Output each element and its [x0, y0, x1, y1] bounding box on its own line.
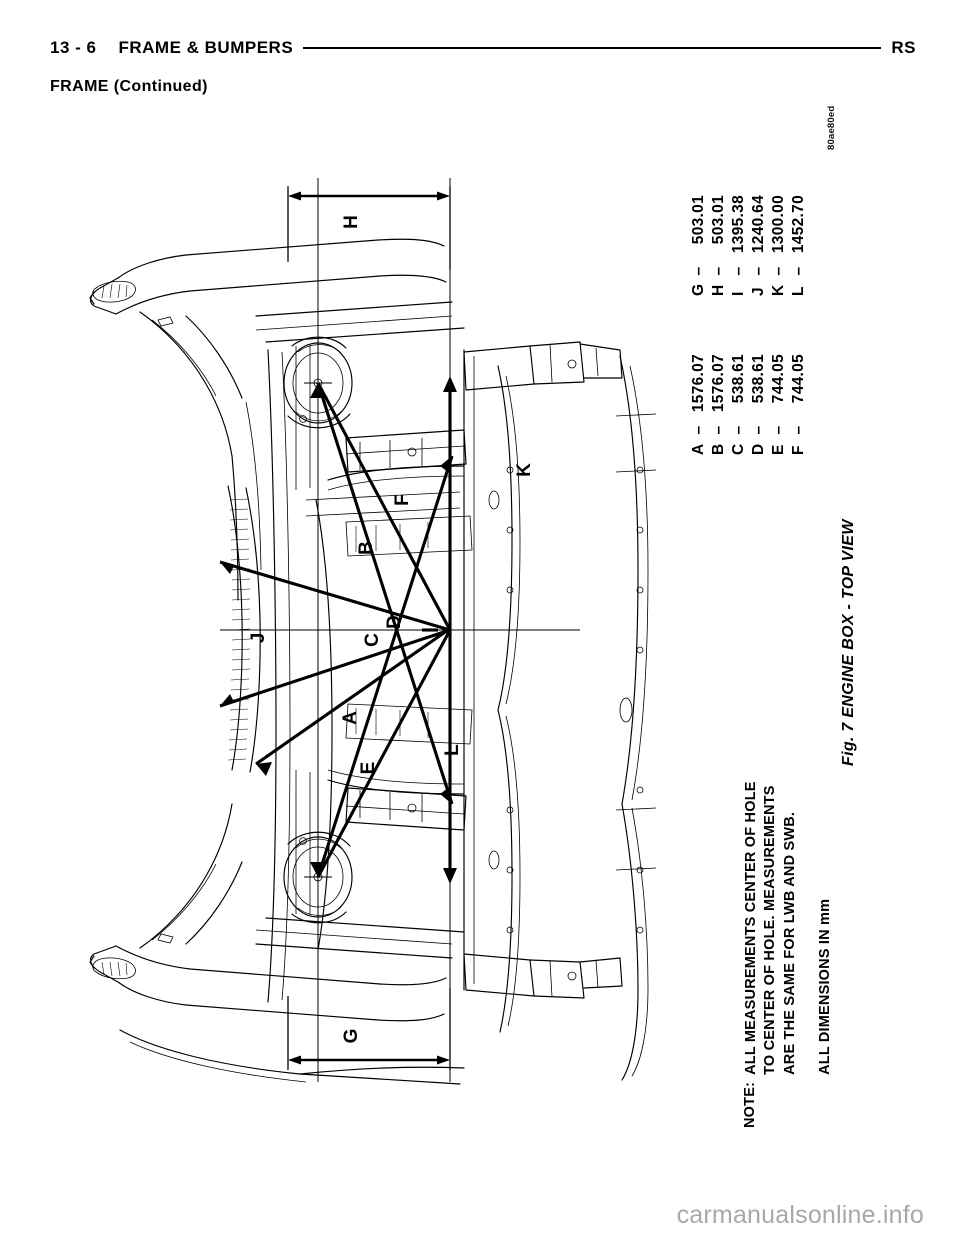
note-units-line: ALL DIMENSIONS IN mm	[817, 898, 834, 1075]
dimension-dash: –	[749, 425, 767, 435]
label-a: A	[340, 711, 361, 725]
note-line: ARE THE SAME FOR LWB AND SWB.	[781, 811, 798, 1075]
dimension-row: J – 1240.64	[750, 195, 768, 296]
dimension-row: I – 1395.38	[730, 195, 748, 296]
construction-lines	[220, 178, 580, 1082]
dimension-key: A	[690, 443, 707, 456]
dimension-row: D – 538.61	[750, 354, 768, 455]
artwork-code-text: 80ae80ed	[826, 105, 837, 150]
artwork-code: 80ae80ed	[812, 96, 872, 156]
crossmember-upper	[345, 429, 467, 473]
dimension-dash: –	[709, 425, 727, 435]
note-line: TO CENTER OF HOLE. MEASUREMENTS	[762, 785, 779, 1075]
dimension-key: J	[749, 287, 767, 296]
dimension-column-left: A – 1576.07 B – 1576.07 C – 538.61 D –	[690, 354, 808, 455]
dimension-row: A – 1576.07	[690, 354, 708, 455]
dimension-dash: –	[789, 425, 807, 435]
note-label: NOTE:	[742, 1081, 758, 1128]
dimension-dash: –	[690, 266, 707, 276]
dimension-row: B – 1576.07	[710, 354, 728, 455]
dimension-row: L – 1452.70	[790, 195, 808, 296]
dimension-g: G	[287, 988, 451, 1070]
strut-tower-bottom	[283, 831, 353, 924]
dimension-dash: –	[769, 425, 787, 435]
body-outline	[89, 238, 657, 1085]
dimension-dash: –	[789, 266, 807, 276]
dimension-value: 503.01	[690, 195, 707, 245]
dimension-column-right: G – 503.01 H – 503.01 I – 1395.38 J –	[690, 195, 808, 296]
radiator-core	[227, 485, 261, 773]
label-c: C	[362, 633, 383, 647]
figure-caption-text: Fig. 7 ENGINE BOX - TOP VIEW	[840, 519, 857, 766]
label-f: F	[392, 494, 413, 506]
dimension-key: L	[789, 286, 807, 296]
crossmember-lower	[345, 787, 467, 831]
dimension-key: G	[690, 283, 707, 296]
page-header: 13 - 6 FRAME & BUMPERS RS	[50, 36, 916, 60]
section-subtitle: FRAME (Continued)	[50, 78, 208, 95]
dimension-key: F	[789, 445, 807, 455]
page-number: 13 - 6	[50, 38, 97, 57]
dimension-dash: –	[709, 266, 727, 276]
dimension-value: 1452.70	[789, 195, 807, 254]
dimension-row: F – 744.05	[790, 354, 808, 455]
dimension-key: C	[729, 443, 747, 456]
label-j: J	[248, 633, 269, 644]
dimension-value: 1395.38	[729, 195, 747, 254]
dimension-key: I	[729, 291, 747, 296]
dimension-dash: –	[749, 266, 767, 276]
measurement-lines	[219, 382, 454, 878]
dimension-value: 1240.64	[749, 195, 767, 254]
label-b: B	[356, 541, 377, 555]
vertical-measures	[443, 376, 457, 884]
dimension-key: B	[709, 443, 727, 456]
dimension-value: 538.61	[729, 354, 747, 404]
engine-box-diagram: H G	[60, 170, 680, 1090]
note-body: ALL MEASUREMENTS CENTER OF HOLE TO CENTE…	[742, 781, 836, 1075]
footer-watermark: carmanualsonline.info	[676, 1201, 924, 1229]
dimension-key: E	[769, 444, 787, 455]
label-d: D	[384, 615, 405, 629]
dimension-value: 1576.07	[690, 354, 707, 413]
dimension-dash: –	[690, 425, 707, 435]
label-k: K	[514, 463, 535, 477]
label-l: L	[442, 744, 463, 756]
dimension-key: K	[769, 284, 787, 297]
manual-code: RS	[891, 38, 916, 57]
note-line: ALL MEASUREMENTS CENTER OF HOLE	[743, 781, 759, 1075]
label-e: E	[358, 762, 379, 775]
diagram-labels: K F B D C J A E L	[248, 463, 535, 774]
label-g: G	[341, 1029, 362, 1044]
dimension-key: D	[749, 443, 767, 456]
frame-rail-right	[463, 341, 623, 999]
header-rule	[303, 46, 882, 49]
dimension-value: 538.61	[749, 354, 767, 404]
dimension-value: 1576.07	[709, 354, 727, 413]
dimension-dash: –	[769, 266, 787, 276]
dimension-row: C – 538.61	[730, 354, 748, 455]
dimension-row: G – 503.01	[690, 195, 708, 296]
dimension-value: 1300.00	[769, 195, 787, 254]
dimension-row: K – 1300.00	[770, 195, 788, 296]
dimension-dash: –	[729, 425, 747, 435]
dimension-value: 744.05	[769, 354, 787, 404]
page-title: FRAME & BUMPERS	[118, 38, 294, 57]
dimension-value: 744.05	[789, 354, 807, 404]
dimension-row: E – 744.05	[770, 354, 788, 455]
dimension-value: 503.01	[709, 195, 727, 245]
dimension-h: H	[287, 186, 451, 270]
dimension-dash: –	[729, 266, 747, 276]
label-h: H	[341, 215, 362, 229]
dimension-row: H – 503.01	[710, 195, 728, 296]
engine-box-drawing: H G	[89, 178, 657, 1085]
dimension-key: H	[709, 284, 727, 297]
